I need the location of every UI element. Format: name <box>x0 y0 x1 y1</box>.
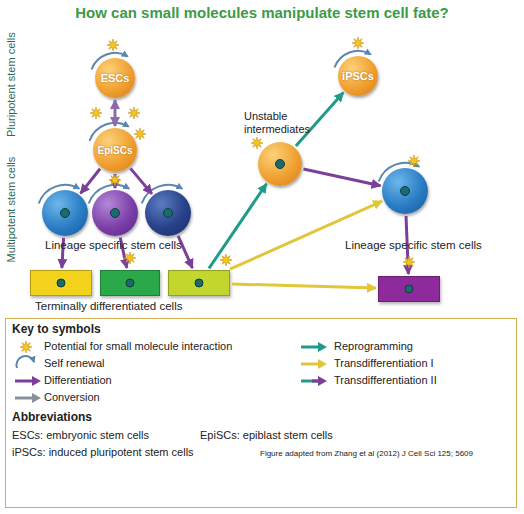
arrow-connector <box>81 169 101 194</box>
star-symbol <box>251 137 263 149</box>
cell-nuclei <box>57 160 413 294</box>
arrow-sample <box>15 380 33 383</box>
node-label: EpiSCs <box>97 145 132 156</box>
star-symbol <box>403 256 415 268</box>
arrow-connector <box>232 284 376 288</box>
star-symbol <box>90 107 102 119</box>
star-symbol <box>134 128 146 140</box>
group-label: Terminally differentiated cells <box>35 300 245 314</box>
nucleus <box>57 279 65 287</box>
legend-label: Differentiation <box>44 374 254 387</box>
legend-swatch <box>300 357 328 371</box>
legend-label: Conversion <box>44 391 254 404</box>
self-renewal-sample <box>16 356 34 368</box>
arrow-connector <box>230 201 382 269</box>
arrow-sample-head <box>32 393 41 403</box>
legend-swatch <box>14 340 42 354</box>
arrow-connector <box>130 168 151 194</box>
arrow-connector <box>296 92 343 146</box>
nucleus <box>195 279 203 287</box>
source-note: Figure adapted from Zhang et al (2012) J… <box>260 449 516 459</box>
pluripotent-cell: ESCs <box>95 58 135 98</box>
node-label: ESCs <box>101 72 130 84</box>
small-molecule-stars <box>90 37 420 268</box>
legend-label: Transdifferentiation I <box>334 357 524 370</box>
star-symbol <box>109 174 121 186</box>
nucleus <box>126 279 134 287</box>
legend-swatch <box>300 374 328 388</box>
nucleus <box>401 187 410 196</box>
diagram-title: How can small molecules manipulate stem … <box>0 4 524 22</box>
axis-label: Multipotent stem cells <box>5 146 18 274</box>
group-label: Lineage specific stem cells <box>345 239 520 253</box>
star-symbol <box>128 107 140 119</box>
arrow-sample <box>301 380 319 383</box>
axis-label: Pluripotent stem cells <box>5 21 18 149</box>
legend-label: Self renewal <box>44 357 254 370</box>
star-symbol <box>124 252 136 264</box>
abbreviation: EpiSCs: epiblast stem cells <box>200 429 400 442</box>
nucleus <box>405 285 413 293</box>
arrow-connector <box>114 100 117 126</box>
node-label: iPSCs <box>342 70 374 82</box>
star-symbol <box>220 254 232 266</box>
arrow-connector <box>303 169 380 186</box>
nucleus <box>276 160 285 169</box>
arrow-sample <box>312 380 319 383</box>
abbreviation: iPSCs: induced pluripotent stem cells <box>12 446 257 459</box>
legend-swatch <box>14 391 42 405</box>
legend-swatch <box>14 357 42 371</box>
arrow-sample <box>301 346 319 349</box>
group-label: Unstable intermediates <box>244 110 324 136</box>
arrow-sample <box>301 363 319 366</box>
pluripotent-cell: iPSCs <box>338 56 378 96</box>
star-symbol <box>408 155 420 167</box>
pluripotent-cell: EpiSCs <box>93 128 137 172</box>
legend-swatch <box>300 340 328 354</box>
arrow-sample-head <box>318 376 327 386</box>
arrow-sample <box>15 397 33 400</box>
group-label: Lineage specific stem cells <box>45 239 220 253</box>
star-symbol <box>20 341 32 353</box>
legend-heading: Key to symbols <box>12 322 212 336</box>
arrow-sample-head <box>318 342 327 352</box>
nucleus <box>61 209 70 218</box>
arrow-sample-head <box>32 376 41 386</box>
legend-swatch <box>14 374 42 388</box>
self-renewal-arrows <box>39 51 419 204</box>
star-symbol <box>107 39 119 51</box>
nucleus <box>111 209 120 218</box>
arrow-sample-head <box>318 359 327 369</box>
legend-label: Transdifferentiation II <box>334 374 524 387</box>
legend-label: Potential for small molecule interaction <box>44 340 254 353</box>
legend-label: Reprogramming <box>334 340 524 353</box>
star-symbol <box>352 37 364 49</box>
nucleus <box>164 209 173 218</box>
abbreviation: ESCs: embryonic stem cells <box>12 429 197 442</box>
abbreviation-heading: Abbreviations <box>12 410 212 424</box>
